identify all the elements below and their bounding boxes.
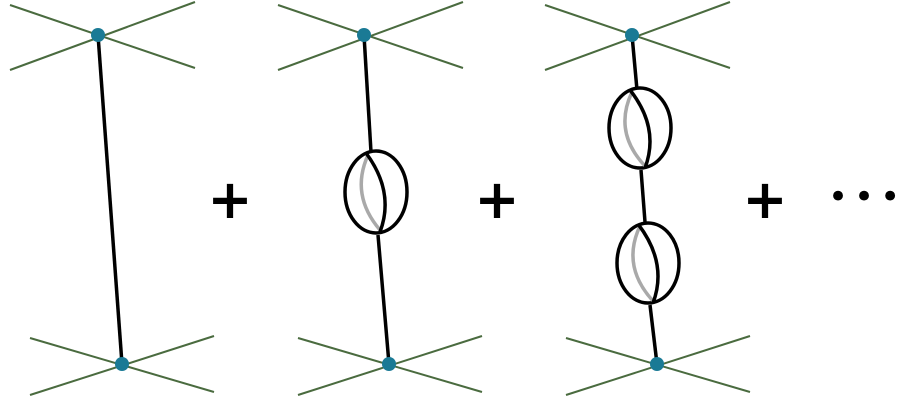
propagator-line	[630, 34, 639, 91]
ellipsis: •••	[828, 177, 906, 217]
plus-sign: +	[207, 168, 252, 231]
propagator-line	[362, 34, 373, 153]
bottom-vertex	[650, 357, 664, 371]
loop-bubble-upper	[607, 86, 673, 170]
term-tree-level	[9, 1, 215, 396]
term-one-loop	[277, 1, 483, 396]
plus-sign: +	[742, 168, 787, 231]
plus-sign: +	[474, 168, 519, 231]
loop-bubble	[343, 149, 409, 235]
bottom-vertex	[115, 357, 129, 371]
loop-bubble-lower	[615, 221, 681, 305]
top-vertex	[357, 28, 371, 42]
term-two-loop	[544, 1, 751, 396]
top-vertex	[625, 28, 639, 42]
top-vertex	[91, 28, 105, 42]
propagator-line	[648, 304, 659, 365]
propagator-line	[96, 34, 124, 365]
bottom-vertex	[382, 357, 396, 371]
propagator-line	[376, 234, 391, 365]
propagator-line	[639, 169, 647, 223]
